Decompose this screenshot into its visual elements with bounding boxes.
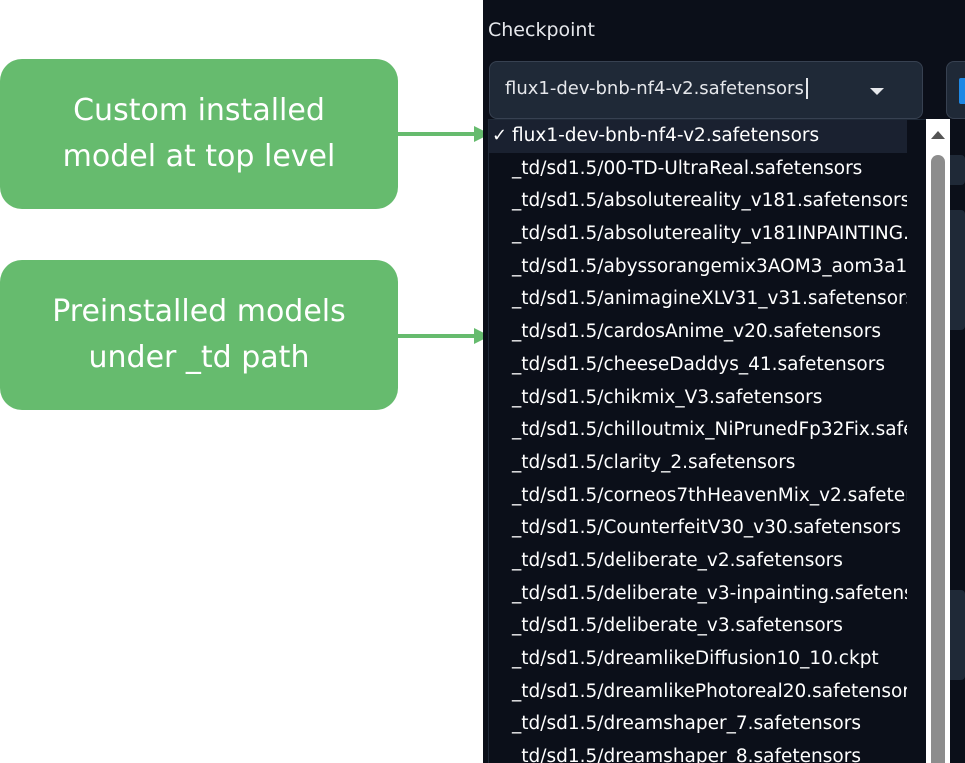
dropdown-option[interactable]: _td/sd1.5/dreamlikePhotoreal20.safetenso…: [512, 680, 907, 702]
check-icon: ✓: [492, 125, 508, 146]
dropdown-option[interactable]: _td/sd1.5/absolutereality_v181INPAINTING…: [512, 223, 907, 245]
chevron-down-icon[interactable]: [870, 88, 884, 95]
scroll-thumb[interactable]: [931, 155, 945, 763]
dropdown-option[interactable]: _td/sd1.5/CounterfeitV30_v30.safetensors: [512, 517, 901, 539]
dropdown-option[interactable]: _td/sd1.5/animagineXLV31_v31.safetensors: [512, 288, 907, 310]
button-accent-icon: [959, 78, 965, 104]
checkpoint-select[interactable]: flux1-dev-bnb-nf4-v2.safetensors: [489, 61, 923, 119]
checkpoint-selected-value[interactable]: flux1-dev-bnb-nf4-v2.safetensors: [505, 78, 808, 99]
ui-panel: Checkpoint flux1-dev-bnb-nf4-v2.safetens…: [483, 0, 965, 763]
refresh-button[interactable]: [946, 61, 965, 119]
dropdown-option[interactable]: _td/sd1.5/cardosAnime_v20.safetensors: [512, 321, 881, 343]
dropdown-option[interactable]: _td/sd1.5/abyssorangemix3AOM3_aom3a1b.sa…: [512, 255, 907, 277]
dropdown-scrollbar[interactable]: [926, 119, 950, 763]
arrow-right-icon: [398, 126, 490, 142]
checkpoint-dropdown-list[interactable]: ✓ flux1-dev-bnb-nf4-v2.safetensors _td/s…: [488, 119, 938, 763]
annotation-preinstalled-models: Preinstalled models under _td path: [0, 260, 398, 410]
arrow-right-icon: [398, 328, 490, 344]
scroll-up-icon[interactable]: [931, 131, 945, 139]
dropdown-option[interactable]: _td/sd1.5/deliberate_v3.safetensors: [512, 615, 843, 637]
dropdown-option[interactable]: _td/sd1.5/corneos7thHeavenMix_v2.safeten…: [512, 484, 907, 506]
dropdown-option[interactable]: _td/sd1.5/dreamlikeDiffusion10_10.ckpt: [512, 648, 879, 669]
dropdown-option[interactable]: _td/sd1.5/dreamshaper_8.safetensors: [512, 746, 861, 763]
dropdown-option[interactable]: _td/sd1.5/cheeseDaddys_41.safetensors: [512, 353, 885, 375]
dropdown-option[interactable]: _td/sd1.5/deliberate_v3-inpainting.safet…: [512, 582, 907, 604]
dropdown-option[interactable]: _td/sd1.5/dreamshaper_7.safetensors: [512, 713, 861, 735]
dropdown-option[interactable]: _td/sd1.5/chikmix_V3.safetensors: [512, 386, 823, 408]
dropdown-option[interactable]: _td/sd1.5/clarity_2.safetensors: [512, 451, 796, 473]
checkpoint-label: Checkpoint: [488, 19, 595, 41]
dropdown-option[interactable]: _td/sd1.5/chilloutmix_NiPrunedFp32Fix.sa…: [512, 419, 907, 441]
dropdown-option[interactable]: _td/sd1.5/00-TD-UltraReal.safetensors: [512, 157, 863, 179]
dropdown-option-selected[interactable]: ✓ flux1-dev-bnb-nf4-v2.safetensors: [489, 120, 907, 153]
annotation-custom-model: Custom installed model at top level: [0, 59, 398, 209]
dropdown-option[interactable]: _td/sd1.5/absolutereality_v181.safetenso…: [512, 190, 907, 212]
dropdown-option[interactable]: _td/sd1.5/deliberate_v2.safetensors: [512, 549, 843, 571]
